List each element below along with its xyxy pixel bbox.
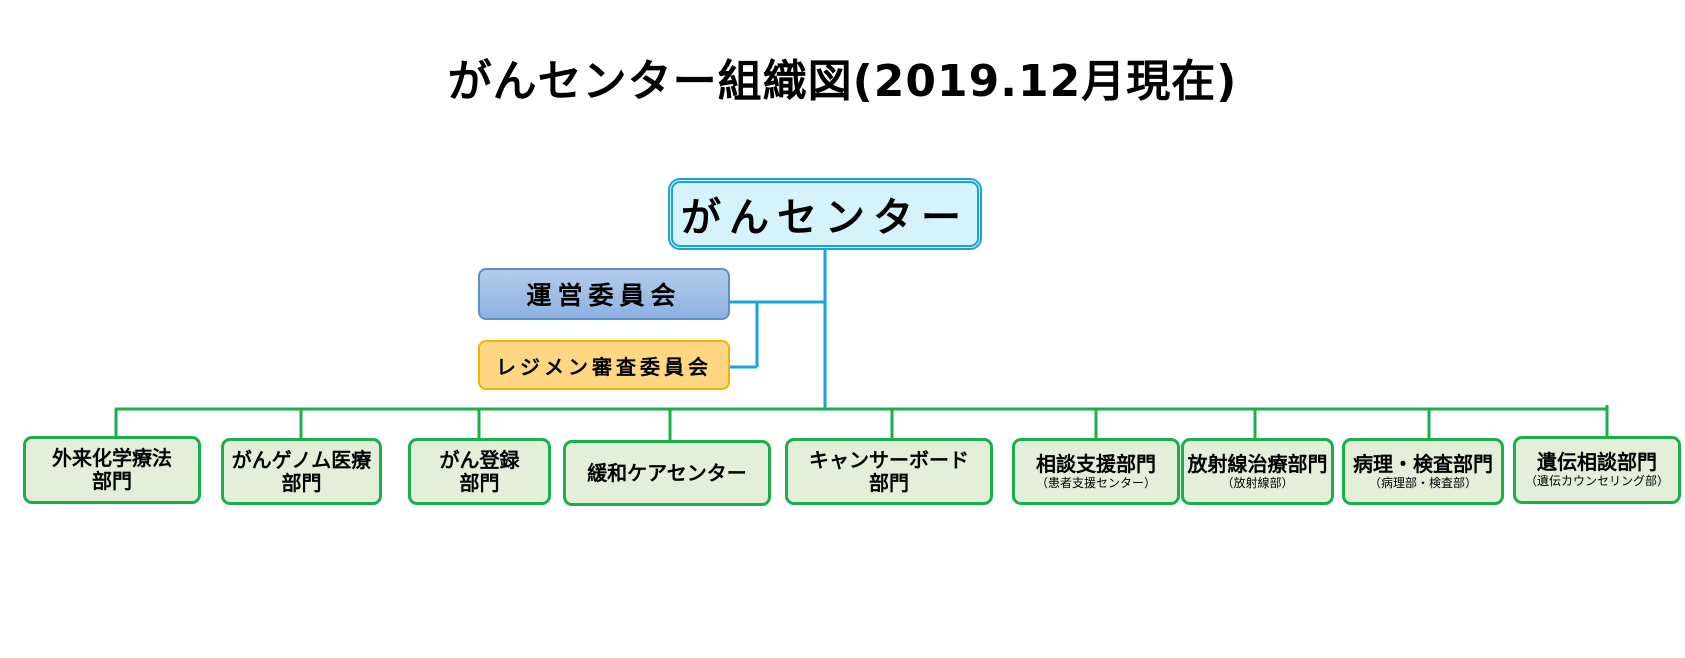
department-name: がんゲノム医療: [231, 447, 372, 472]
department-node: 相談支援部門 （患者支援センター）: [1012, 438, 1180, 505]
department-node: 放射線治療部門 （放射線部）: [1181, 438, 1334, 505]
department-name: 遺伝相談部門: [1537, 450, 1657, 474]
department-node: がんゲノム医療 部門: [221, 438, 382, 505]
department-name: 緩和ケアセンター: [587, 460, 747, 485]
department-name: 放射線治療部門: [1187, 451, 1328, 476]
department-subtitle: （患者支援センター）: [1035, 475, 1156, 490]
department-suffix: 部門: [281, 470, 322, 495]
department-suffix: 部門: [459, 470, 500, 495]
department-subtitle: （病理部・検査部）: [1368, 475, 1477, 490]
department-node: 遺伝相談部門 （遺伝カウンセリング部）: [1513, 436, 1681, 504]
department-name: 病理・検査部門: [1353, 451, 1493, 476]
committee-node-regimen-review: レジメン審査委員会: [478, 340, 730, 390]
committee-node-label: レジメン審査委員会: [496, 354, 712, 379]
department-suffix: 部門: [92, 469, 132, 493]
department-suffix: 部門: [869, 470, 909, 495]
department-node: 病理・検査部門 （病理部・検査部）: [1342, 438, 1504, 505]
department-node: 外来化学療法 部門: [23, 436, 201, 504]
page-title: がんセンター組織図(2019.12月現在): [447, 56, 1238, 107]
root-node-label: がんセンター: [681, 195, 969, 241]
root-node-gan-center: がんセンター: [668, 178, 982, 250]
department-subtitle: （放射線部）: [1221, 475, 1294, 490]
department-name: がん登録: [439, 447, 520, 472]
department-name: キャンサーボード: [809, 447, 969, 472]
department-node: キャンサーボード 部門: [785, 438, 993, 505]
department-name: 相談支援部門: [1036, 451, 1156, 476]
committee-node-management: 運営委員会: [478, 268, 730, 320]
department-drop-lines: [114, 405, 1609, 440]
department-node: がん登録 部門: [408, 438, 551, 505]
department-name: 外来化学療法: [52, 446, 172, 470]
department-subtitle: （遺伝カウンセリング部）: [1524, 474, 1669, 488]
department-node: 緩和ケアセンター: [563, 440, 771, 506]
committee-node-label: 運営委員会: [526, 281, 682, 310]
